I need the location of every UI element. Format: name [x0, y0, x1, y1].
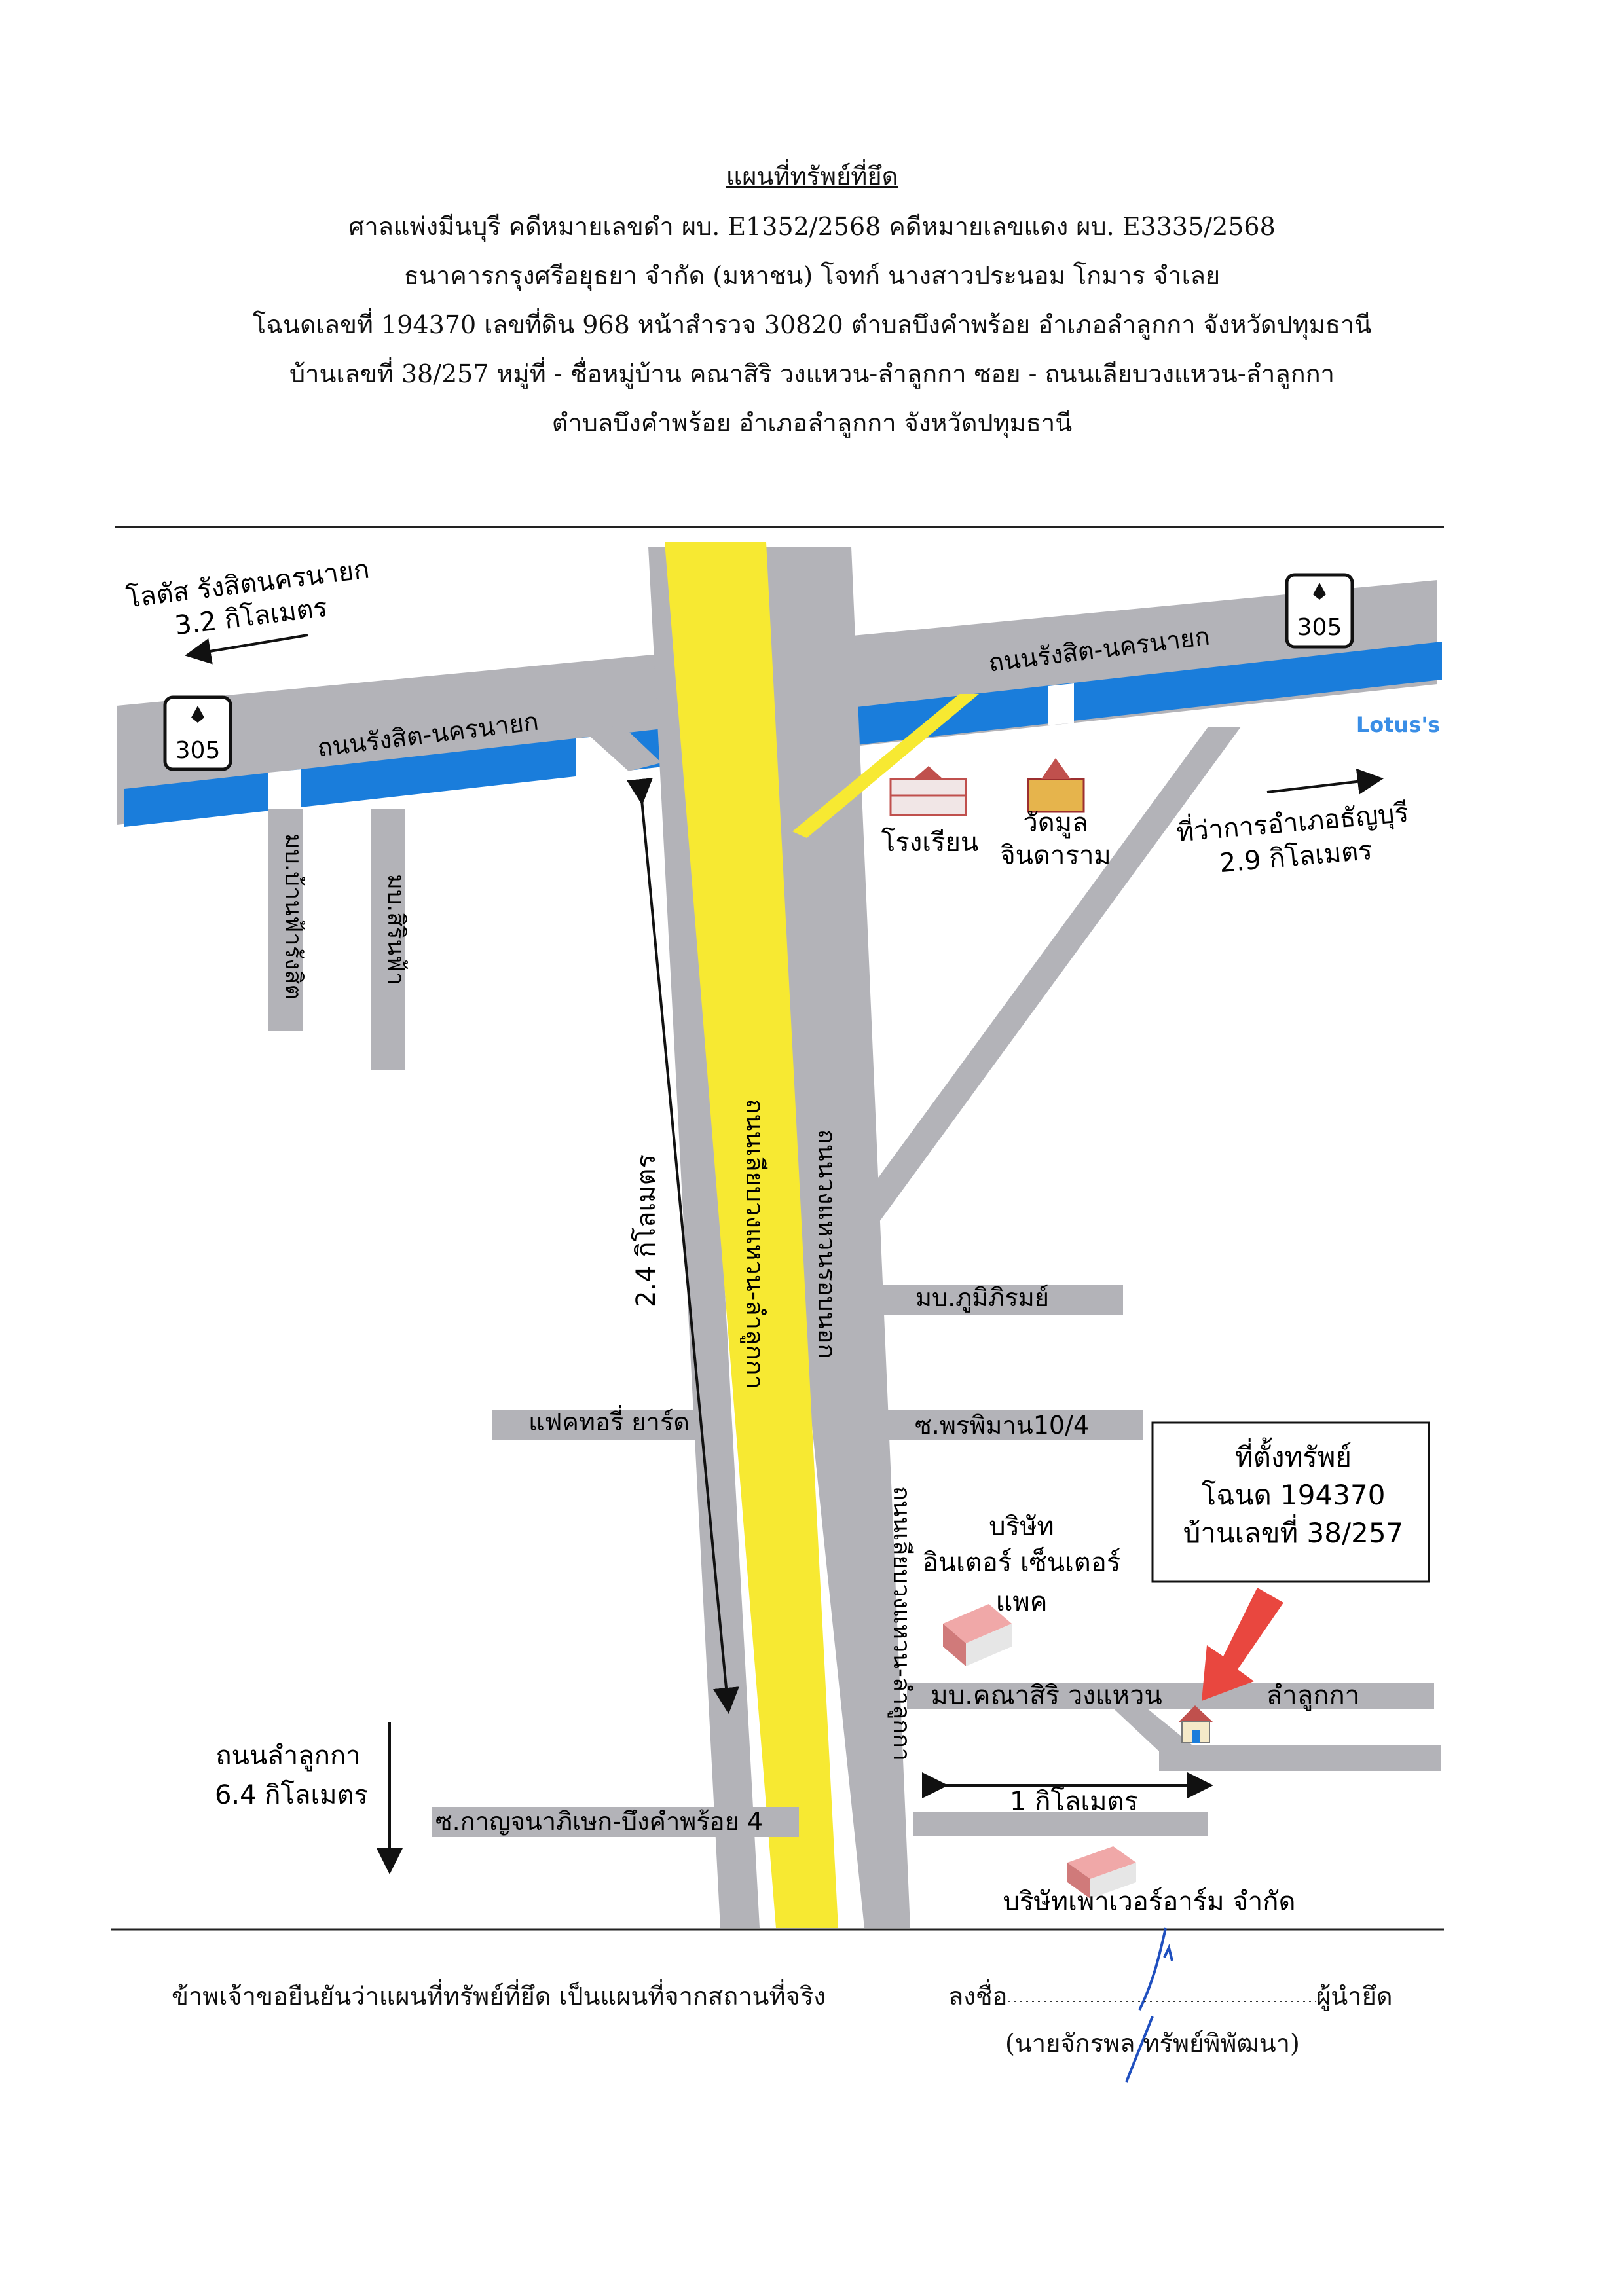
property-pointer-arrow — [1202, 1588, 1283, 1701]
canal-crossing-road — [583, 725, 661, 771]
temple-label-1: วัดมูล — [1023, 808, 1088, 838]
signer-name: (นายจักรพล ทรัพย์พิพัฒนา) — [1005, 2029, 1300, 2058]
address-line: บ้านเลขที่ 38/257 หมู่ที่ - ชื่อหมู่บ้าน… — [289, 359, 1335, 388]
yellow-branch-road — [792, 694, 979, 838]
road-kanasiri-branch — [1107, 1702, 1192, 1751]
road-south-1 — [913, 1812, 1208, 1836]
lamlukka-label: ลำลูกกา — [1266, 1681, 1359, 1711]
deed-line: โฉนดเลขที่ 194370 เลขที่ดิน 968 หน้าสำรว… — [252, 310, 1372, 339]
inter-pack-label-3: แพค — [996, 1587, 1048, 1617]
road-phonphiman — [881, 1410, 1143, 1440]
diagonal-road-tanyaburi — [851, 727, 1241, 1224]
house-icon — [1179, 1705, 1213, 1743]
village-lane-b — [371, 809, 405, 1070]
road-kanasiri — [907, 1683, 1434, 1709]
inter-pack-label-2: อินเตอร์ เซ็นเตอร์ — [923, 1546, 1121, 1578]
sign-role: ผู้นำยึด — [1316, 1982, 1393, 2011]
powerfarm-factory-icon — [1067, 1846, 1136, 1899]
document-title: แผนที่ทรัพย์ที่ยึด — [726, 162, 898, 191]
property-deed: โฉนด 194370 — [1202, 1479, 1386, 1511]
soi-phonphiman-label: ซ.พรพิมาน10/4 — [915, 1411, 1089, 1440]
arrow-west — [185, 634, 308, 665]
factory-yard-label: แฟคทอรี่ ยาร์ด — [528, 1405, 690, 1436]
distance-arrow-vertical — [627, 778, 739, 1714]
main-road-label: ถนนวงแหวนรอบนอก — [813, 1129, 841, 1359]
liap-west-label: ถนนเลียบวงแหวน-ลำลูกกา — [740, 1099, 769, 1389]
phumiphirom-label: มบ.ภูมิภิรมย์ — [915, 1283, 1049, 1313]
road-phumiphirom — [877, 1285, 1123, 1315]
distance-2-4-label: 2.4 กิโลเมตร — [631, 1154, 661, 1307]
route-305-shield-right: 305 — [1285, 573, 1354, 649]
school-icon — [889, 766, 967, 816]
village-lane-a — [268, 809, 303, 1031]
distance-1km-label: 1 กิโลเมตร — [1010, 1787, 1138, 1817]
arrow-east — [1266, 768, 1384, 795]
canal-gap — [1048, 683, 1074, 725]
inter-pack-label-1: บริษัท — [989, 1512, 1054, 1542]
district-line: ตำบลบึงคำพร้อย อำเภอลำลูกกา จังหวัดปทุมธ… — [551, 409, 1073, 437]
property-title: ที่ตั้งทรัพย์ — [1235, 1437, 1352, 1473]
kanasiri-label: มบ.คณาสิริ วงแหวน — [931, 1681, 1162, 1711]
signature-scribble — [1125, 1927, 1173, 2083]
school-label: โรงเรียน — [881, 828, 978, 858]
lamlukka-road-label: ถนนลำลูกกา — [215, 1741, 360, 1771]
temple-icon — [1027, 758, 1085, 813]
temple-label-2: จินดาราม — [1000, 841, 1111, 871]
village-b-label: มบ.สิรินฟ้า — [382, 874, 409, 985]
svg-text:305: 305 — [1297, 614, 1342, 641]
parties-line: ธนาคารกรุงศรีอยุธยา จำกัด (มหาชน) โจทก์ … — [403, 261, 1221, 290]
lamlukka-road-distance: 6.4 กิโลเมตร — [215, 1780, 368, 1810]
property-box — [1151, 1421, 1430, 1583]
village-a-label: มบ.บ้านฟ้ารังสิต — [280, 833, 306, 1000]
canal-gap — [268, 769, 301, 812]
property-house-no: บ้านเลขที่ 38/257 — [1183, 1514, 1404, 1549]
route-305-shield-left: 305 — [163, 695, 232, 771]
district-office-label: ที่ว่าการอำเภอธัญบุรี — [1175, 795, 1410, 849]
liap-east-label: ถนนเลียบวงแหวน-ลำลูกกา — [887, 1486, 915, 1761]
soi-kanchana-label: ซ.กาญจนาภิเษก-บึงคำพร้อย 4 — [435, 1807, 763, 1836]
road-kanasiri-lower — [1159, 1745, 1441, 1771]
case-line: ศาลแพ่งมีนบุรี คดีหมายเลขดำ ผบ. E1352/25… — [348, 212, 1276, 241]
svg-text:305: 305 — [175, 737, 221, 764]
powerfarm-label: บริษัทเพาเวอร์อาร์ม จำกัด — [1003, 1887, 1296, 1917]
lotus-logo: Lotus's — [1356, 712, 1440, 737]
confirmation-text: ข้าพเจ้าขอยืนยันว่าแผนที่ทรัพย์ที่ยึด เป… — [172, 1982, 826, 2011]
sign-label: ลงชื่อ — [948, 1982, 1008, 2011]
factory-icon — [943, 1604, 1012, 1666]
road-kanchana — [432, 1807, 799, 1837]
